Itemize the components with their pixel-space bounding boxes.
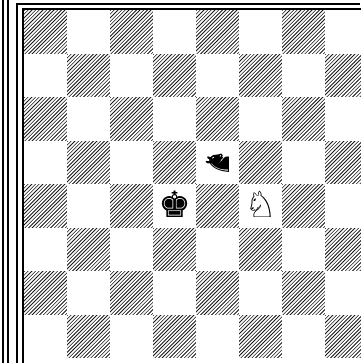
square-g7[interactable] [282, 54, 325, 98]
square-e7[interactable] [196, 54, 239, 98]
square-e4[interactable] [196, 184, 239, 228]
square-g1[interactable] [282, 315, 325, 359]
square-g3[interactable] [282, 228, 325, 272]
square-c7[interactable] [110, 54, 153, 98]
square-h3[interactable] [325, 228, 361, 272]
square-h4[interactable] [325, 184, 361, 228]
square-a1[interactable] [24, 315, 67, 359]
square-a4[interactable] [24, 184, 67, 228]
square-a8[interactable] [24, 10, 67, 54]
square-f7[interactable] [239, 54, 282, 98]
square-h2[interactable] [325, 271, 361, 315]
square-c5[interactable] [110, 141, 153, 185]
square-a2[interactable] [24, 271, 67, 315]
square-b2[interactable] [67, 271, 110, 315]
square-h5[interactable] [325, 141, 361, 185]
white-knight-icon[interactable]: ♘ [239, 184, 282, 228]
square-a7[interactable] [24, 54, 67, 98]
square-d2[interactable] [153, 271, 196, 315]
square-f3[interactable] [239, 228, 282, 272]
square-h6[interactable] [325, 97, 361, 141]
square-d5[interactable] [153, 141, 196, 185]
chess-board: ♚ ♘♞ [22, 8, 361, 363]
square-f6[interactable] [239, 97, 282, 141]
square-c3[interactable] [110, 228, 153, 272]
square-b1[interactable] [67, 315, 110, 359]
square-h1[interactable] [325, 315, 361, 359]
black-knight-captured-icon[interactable]: ♞ [196, 141, 240, 184]
square-c2[interactable] [110, 271, 153, 315]
square-f8[interactable] [239, 10, 282, 54]
square-b5[interactable] [67, 141, 110, 185]
square-d8[interactable] [153, 10, 196, 54]
square-a5[interactable] [24, 141, 67, 185]
square-g2[interactable] [282, 271, 325, 315]
square-b8[interactable] [67, 10, 110, 54]
square-b3[interactable] [67, 228, 110, 272]
square-g6[interactable] [282, 97, 325, 141]
square-g5[interactable] [282, 141, 325, 185]
square-g4[interactable] [282, 184, 325, 228]
square-h7[interactable] [325, 54, 361, 98]
square-g8[interactable] [282, 10, 325, 54]
square-d6[interactable] [153, 97, 196, 141]
square-f1[interactable] [239, 315, 282, 359]
square-f2[interactable] [239, 271, 282, 315]
square-b6[interactable] [67, 97, 110, 141]
square-e1[interactable] [196, 315, 239, 359]
square-c1[interactable] [110, 315, 153, 359]
square-d1[interactable] [153, 315, 196, 359]
square-e3[interactable] [196, 228, 239, 272]
square-c6[interactable] [110, 97, 153, 141]
square-e8[interactable] [196, 10, 239, 54]
black-king-icon[interactable]: ♚ [153, 184, 196, 228]
square-e2[interactable] [196, 271, 239, 315]
square-e6[interactable] [196, 97, 239, 141]
square-h8[interactable] [325, 10, 361, 54]
square-c4[interactable] [110, 184, 153, 228]
square-d3[interactable] [153, 228, 196, 272]
square-b4[interactable] [67, 184, 110, 228]
square-a3[interactable] [24, 228, 67, 272]
square-b7[interactable] [67, 54, 110, 98]
square-d7[interactable] [153, 54, 196, 98]
square-c8[interactable] [110, 10, 153, 54]
square-a6[interactable] [24, 97, 67, 141]
left-border-line-inner [7, 0, 9, 363]
square-f5[interactable] [239, 141, 282, 185]
left-border-line [2, 0, 4, 363]
